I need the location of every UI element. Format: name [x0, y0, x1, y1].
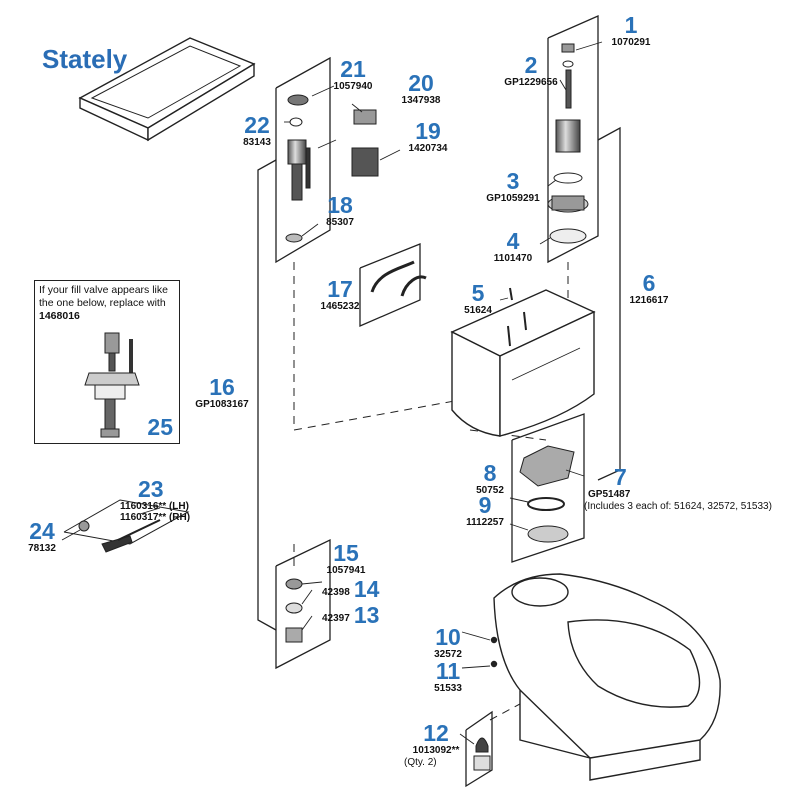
callout-8-number: 8	[483, 460, 497, 486]
bracket-lines	[63, 15, 621, 788]
callout-13-number: 13	[353, 602, 380, 628]
flush-valve-drawing	[547, 43, 589, 244]
callout-24-number: 24	[29, 518, 55, 544]
supply-tube-drawing	[370, 260, 427, 297]
callout-12-number: 12	[423, 720, 449, 746]
callout-21-number: 21	[340, 56, 366, 82]
toilet-bowl-drawing	[490, 573, 721, 781]
callout-1: 1 1070291	[596, 14, 666, 48]
bolt-cap-drawing	[473, 737, 491, 771]
callout-2: 2 GP1229656	[492, 54, 570, 88]
callout-24: 24 78132	[20, 520, 64, 554]
callout-11: 11 51533	[424, 660, 472, 694]
callout-12-qty: (Qty. 2)	[404, 757, 437, 768]
callout-19-part: 1420734	[408, 143, 448, 154]
diagram-title: Stately	[42, 44, 128, 74]
old-fill-valve-drawing	[84, 332, 140, 438]
callout-3: 3 GP1059291	[474, 170, 552, 204]
callout-10: 10 32572	[424, 626, 472, 660]
callout-7-includes: (Includes 3 each of: 51624, 32572, 51533…	[584, 501, 772, 512]
callout-12-part: 1013092**	[412, 745, 460, 756]
leader-lines	[61, 41, 603, 745]
note-part-number: 1468016	[39, 310, 80, 322]
callout-4: 4 1101470	[482, 230, 544, 264]
callout-3-part: GP1059291	[486, 193, 540, 204]
callout-4-part: 1101470	[493, 253, 533, 264]
callout-7-part: GP51487	[588, 489, 631, 500]
callout-4-number: 4	[506, 228, 520, 254]
callout-18: 18 85307	[318, 194, 362, 228]
note-message: If your fill valve appears like the one …	[39, 284, 168, 309]
tank-lid-drawing	[78, 37, 256, 142]
callout-19: 19 1420734	[396, 120, 460, 154]
callout-7-number: 7	[614, 464, 627, 490]
callout-21: 21 1057940	[322, 58, 384, 92]
callout-17: 17 1465232	[312, 278, 368, 312]
callout-8-part: 50752	[476, 485, 504, 496]
callout-13-part: 42397	[322, 613, 350, 625]
callout-19-number: 19	[415, 118, 441, 144]
callout-5-number: 5	[471, 280, 485, 306]
coupling-parts-drawing	[285, 578, 303, 643]
callout-9-number: 9	[478, 492, 492, 518]
callout-6: 6 1216617	[618, 272, 680, 306]
gasket-set-drawing	[519, 445, 575, 543]
callout-22-number: 22	[244, 112, 270, 138]
callout-3-number: 3	[506, 168, 520, 194]
callout-15-number: 15	[333, 540, 359, 566]
callout-6-number: 6	[642, 270, 656, 296]
callout-23: 23 1160316** (LH) 1160317** (RH)	[120, 478, 220, 523]
callout-8: 8 50752	[466, 462, 514, 496]
callout-16-number: 16	[209, 374, 235, 400]
callout-16-part: GP1083167	[195, 399, 249, 410]
callout-21-part: 1057940	[333, 81, 373, 92]
callout-7: 7 GP51487 (Includes 3 each of: 51624, 32…	[584, 466, 798, 512]
callout-9-part: 1112257	[466, 517, 504, 528]
callout-17-part: 1465232	[320, 301, 360, 312]
note-callout-number: 25	[147, 414, 173, 440]
callout-5: 5 51624	[452, 282, 504, 316]
callout-22: 22 83143	[232, 114, 282, 148]
callout-12: 12 1013092** (Qty. 2)	[404, 722, 468, 768]
callout-5-part: 51624	[464, 305, 492, 316]
callout-14-part: 42398	[322, 587, 350, 599]
callout-24-part: 78132	[28, 543, 56, 554]
tank-drawing	[450, 287, 596, 437]
callout-15: 15 1057941	[318, 542, 374, 576]
callout-20-number: 20	[408, 70, 434, 96]
callout-23-part-rh: 1160317** (RH)	[120, 512, 191, 523]
callout-16: 16 GP1083167	[188, 376, 256, 410]
callout-2-number: 2	[524, 52, 538, 78]
callout-11-part: 51533	[434, 683, 462, 694]
fill-valve-note-box: If your fill valve appears like the one …	[34, 280, 180, 444]
fill-valve-drawing	[285, 94, 379, 243]
callout-10-number: 10	[435, 624, 461, 650]
callout-22-part: 83143	[243, 137, 271, 148]
callout-20: 20 1347938	[390, 72, 452, 106]
callout-1-part: 1070291	[611, 37, 651, 48]
callout-1-number: 1	[624, 12, 638, 38]
callout-15-part: 1057941	[326, 565, 366, 576]
callout-23-number: 23	[138, 476, 164, 502]
callout-2-part: GP1229656	[504, 77, 558, 88]
callout-6-part: 1216617	[629, 295, 669, 306]
note-text: If your fill valve appears like the one …	[39, 284, 177, 323]
callout-17-number: 17	[327, 276, 353, 302]
callout-11-number: 11	[435, 658, 461, 684]
callout-14-number: 14	[353, 576, 380, 602]
callout-20-part: 1347938	[401, 95, 441, 106]
callout-23-part-lh: 1160316** (LH)	[120, 501, 189, 512]
callout-18-part: 85307	[326, 217, 354, 228]
callout-9: 9 1112257	[456, 494, 514, 528]
trip-lever-drawing	[78, 519, 161, 553]
callout-10-part: 32572	[434, 649, 462, 660]
callout-18-number: 18	[327, 192, 353, 218]
